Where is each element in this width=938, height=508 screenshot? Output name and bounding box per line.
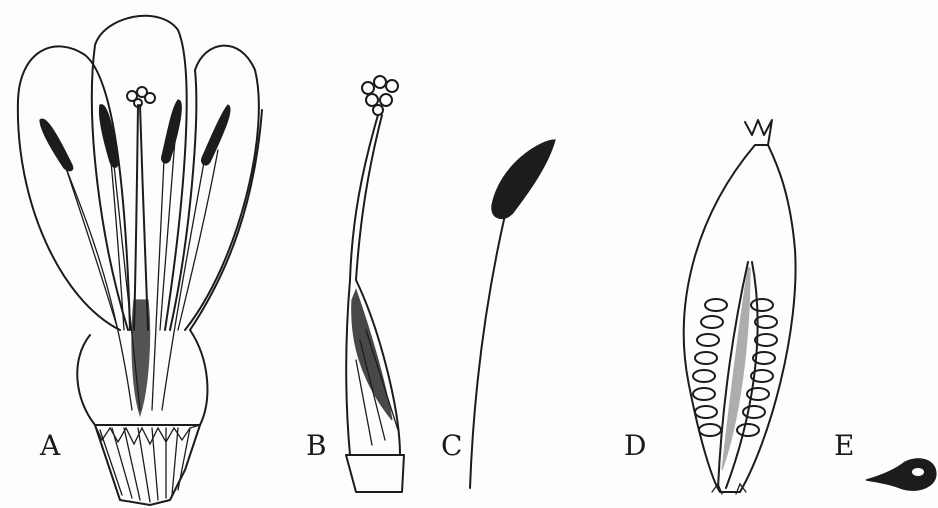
anther-4 bbox=[202, 105, 230, 165]
panel-d-ovary-drawing bbox=[684, 120, 796, 494]
anther-1 bbox=[40, 119, 73, 171]
anther bbox=[492, 140, 555, 218]
panel-label-b: B bbox=[306, 432, 327, 460]
panel-label-d: D bbox=[624, 432, 646, 460]
anther-3 bbox=[162, 100, 182, 163]
seed bbox=[866, 459, 936, 490]
petal-far-right bbox=[190, 110, 262, 330]
ovules-left bbox=[693, 299, 727, 436]
panel-e-seed-drawing bbox=[866, 459, 936, 490]
panel-label-a: A bbox=[40, 432, 60, 460]
panel-b-pistil-drawing bbox=[346, 76, 404, 492]
panel-label-e: E bbox=[834, 432, 854, 460]
panel-c-stamen-drawing bbox=[470, 140, 555, 488]
panel-label-c: C bbox=[441, 432, 462, 460]
